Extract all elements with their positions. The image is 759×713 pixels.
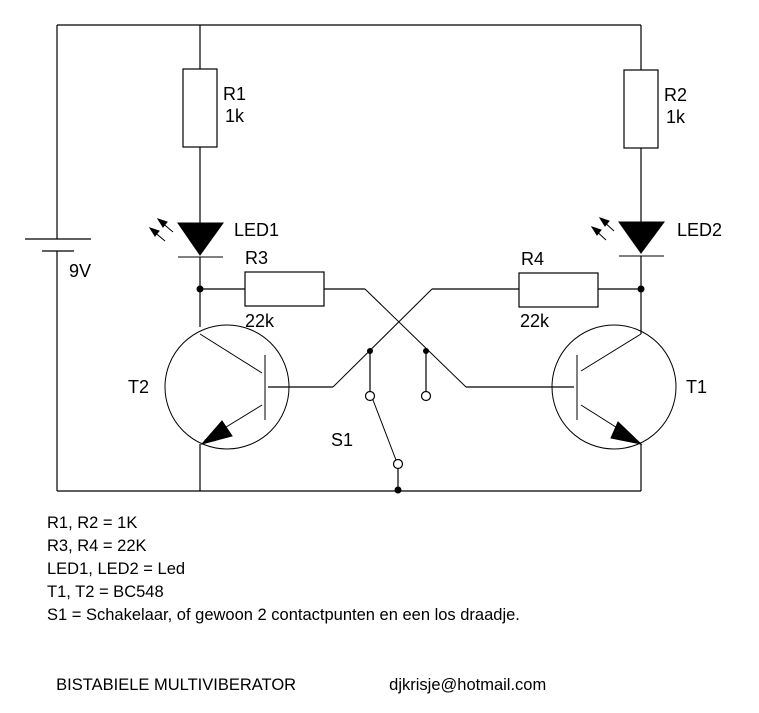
resistor-r3: R3 22k: [196, 248, 365, 331]
note-line: S1 = Schakelaar, of gewoon 2 contactpunt…: [47, 606, 520, 624]
transistor-t1: T1: [466, 324, 707, 491]
t2-emitter-arrow-icon: [200, 420, 233, 445]
junction-dot: [394, 486, 402, 494]
t1-emitter-arrow-icon: [610, 421, 643, 445]
note-line: LED1, LED2 = Led: [47, 560, 186, 578]
led2-diode-icon: [618, 221, 665, 254]
led2-light-arrows-icon: [590, 217, 615, 241]
switch-s1: S1: [331, 348, 432, 494]
cross-coupling-wires: [332, 288, 467, 388]
resistor-r4: R4 22k: [432, 249, 645, 331]
diagram-title: BISTABIELE MULTIVIBERATOR: [56, 676, 297, 694]
led1-name: LED1: [234, 220, 279, 240]
author-email: djkrisje@hotmail.com: [389, 676, 547, 694]
switch-contact: [364, 390, 376, 402]
led1-light-arrows-icon: [148, 218, 174, 242]
resistor-r1: R1 1k: [182, 25, 246, 223]
battery: 9V: [25, 25, 91, 491]
r1-name: R1: [223, 84, 246, 104]
t1-name: T1: [686, 377, 707, 397]
r2-value: 1k: [666, 107, 686, 127]
r4-value: 22k: [520, 311, 550, 331]
note-line: T1, T2 = BC548: [47, 583, 164, 601]
led1-diode-icon: [177, 222, 224, 256]
t2-name: T2: [128, 377, 149, 397]
s1-name: S1: [331, 430, 353, 450]
r3-name: R3: [245, 248, 268, 268]
led2-name: LED2: [677, 220, 722, 240]
component-notes: R1, R2 = 1K R3, R4 = 22K LED1, LED2 = Le…: [47, 512, 520, 627]
r1-value: 1k: [225, 106, 245, 126]
r4-name: R4: [521, 249, 544, 269]
footer: BISTABIELE MULTIVIBERATOR djkrisje@hotmai…: [47, 657, 546, 695]
r2-name: R2: [664, 85, 687, 105]
switch-lever: [372, 399, 397, 461]
battery-label: 9V: [69, 261, 91, 281]
transistor-t2: T2: [128, 324, 333, 491]
switch-pivot: [392, 458, 404, 470]
note-line: R3, R4 = 22K: [47, 537, 147, 555]
note-line: R1, R2 = 1K: [47, 514, 138, 532]
resistor-r2: R2 1k: [623, 25, 687, 222]
r3-value: 22k: [245, 311, 275, 331]
switch-contact: [420, 390, 432, 402]
led2: LED2: [590, 217, 722, 334]
